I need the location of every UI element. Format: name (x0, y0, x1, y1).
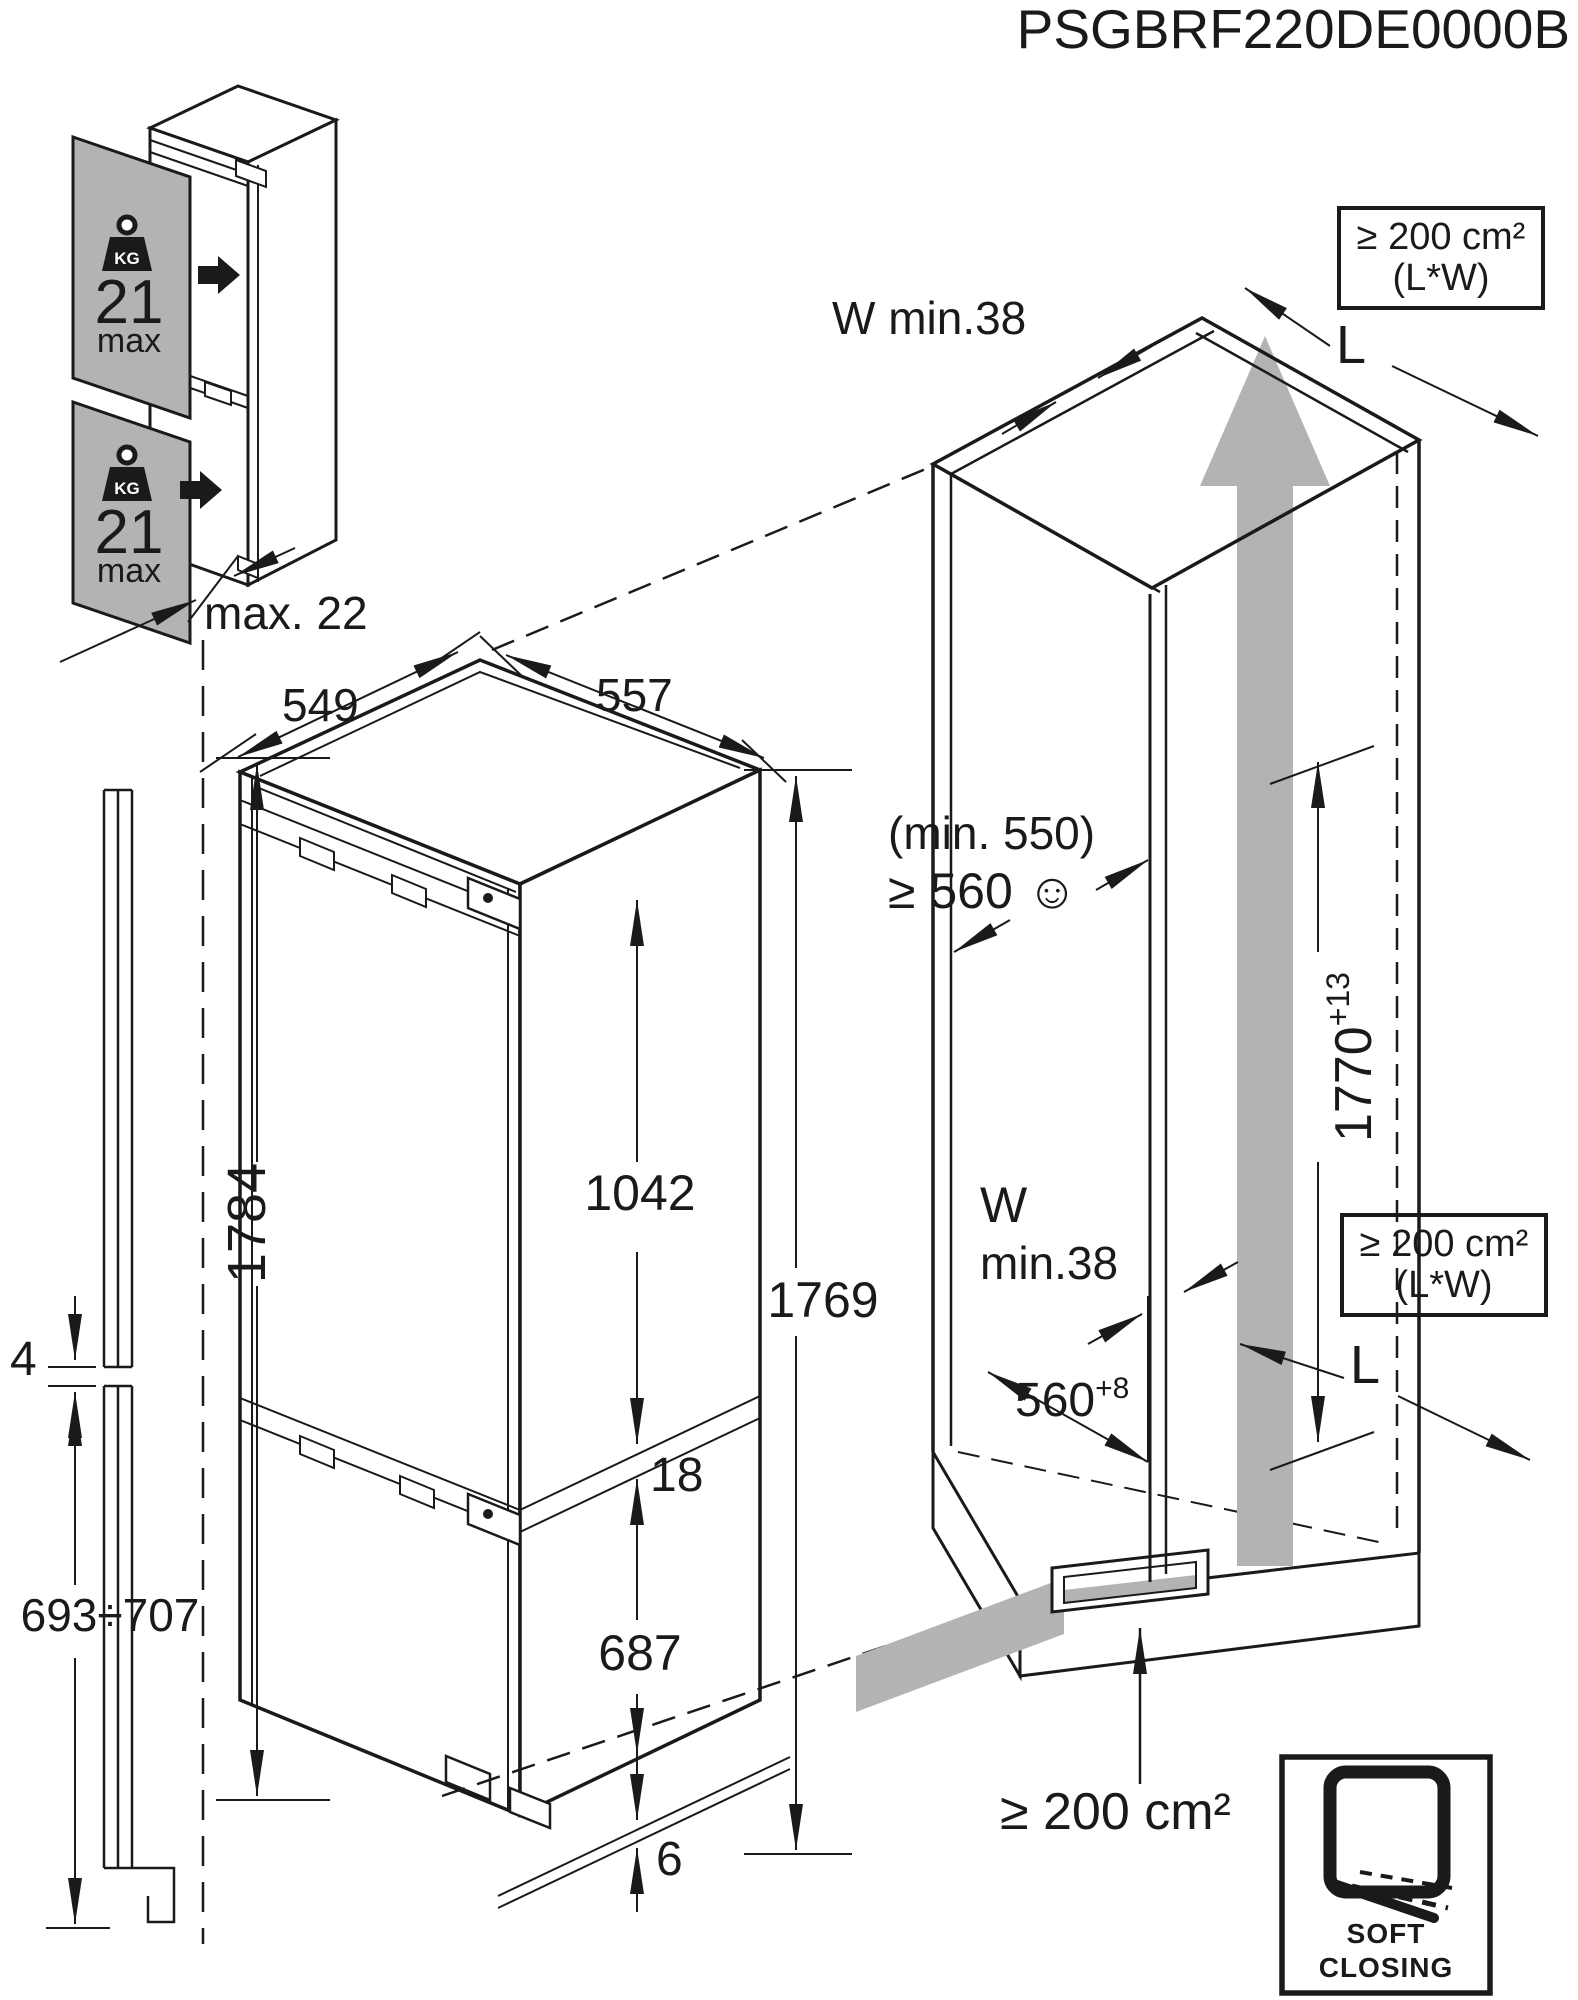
niche-side-wall-min-label: min.38 (980, 1237, 1119, 1289)
soft-closing-badge (1279, 1754, 1493, 1996)
dim-lower-panel-range-label: 693÷707 (20, 1589, 200, 1641)
weight-icon: KG (102, 214, 152, 271)
upper-door-weight-max: max (96, 322, 162, 360)
svg-text:KG: KG (114, 249, 140, 268)
furniture-door-panel (102, 640, 205, 1944)
dim-lower-door-label: 687 (598, 1625, 682, 1681)
door-weight-diagram: KG KG (59, 84, 340, 663)
dim-upper-door-label: 1042 (584, 1165, 696, 1221)
soft-closing-line2: CLOSING (1318, 1952, 1454, 1983)
vent-area-mid-formula: (L*W) (1395, 1264, 1493, 1306)
svg-text:KG: KG (114, 479, 140, 498)
dim-door-gap-label: 18 (650, 1449, 704, 1502)
lower-door-panel (71, 399, 192, 646)
niche-depth-label: ≥ 560 ☺ (888, 863, 1078, 919)
lower-door-weight-max: max (96, 552, 162, 590)
airflow-strip (856, 1578, 1064, 1712)
dim-door-height-label: 1784 (217, 1162, 277, 1284)
upper-door-panel (71, 134, 192, 421)
airflow-arrow (1200, 336, 1330, 1566)
dim-bottom-gap-label: 6 (656, 1833, 683, 1886)
niche-dimension-lines (953, 287, 1539, 1784)
niche-top-wall-label: W min.38 (832, 292, 1027, 344)
weight-icon: KG (102, 444, 152, 501)
mount-arrow-icon (198, 256, 240, 294)
niche-height-label: 1770+13 (1320, 972, 1383, 1142)
lower-door-weight-value: 21 (94, 498, 164, 567)
dim-panel-gap-label: 4 (10, 1333, 37, 1386)
vent-length-mid-label: L (1350, 1335, 1381, 1395)
soft-closing-icon (1323, 1765, 1453, 1923)
vent-area-top-formula: (L*W) (1392, 257, 1490, 299)
vent-length-top-label: L (1336, 315, 1367, 375)
vent-area-top-value: ≥ 200 cm² (1356, 215, 1526, 258)
niche-width-label: 560+8 (1015, 1372, 1130, 1427)
vent-area-mid-box: ≥ 200 cm² (L*W) (1340, 1213, 1548, 1317)
dim-appliance-height-label: 1769 (767, 1272, 879, 1328)
vent-area-mid-value: ≥ 200 cm² (1359, 1222, 1529, 1265)
niche-side-wall-w-label: W (980, 1177, 1028, 1233)
dim-depth-label: 549 (282, 679, 359, 731)
door-thickness-label: max. 22 (204, 587, 368, 639)
vent-bottom-label: ≥ 200 cm² (1000, 1783, 1231, 1841)
mount-arrow-icon (180, 471, 222, 509)
dim-width-label: 557 (596, 669, 673, 721)
dimension-lines (46, 631, 852, 1929)
niche-depth-note-label: (min. 550) (888, 807, 1096, 859)
appliance-drawing (46, 466, 1017, 1944)
page-title: PSGBRF220DE0000B (1016, 0, 1570, 60)
soft-closing-line1: SOFT (1346, 1918, 1426, 1949)
upper-door-weight-value: 21 (94, 268, 164, 337)
niche-drawing (856, 287, 1539, 1784)
vent-area-top-box: ≥ 200 cm² (L*W) (1337, 206, 1545, 310)
